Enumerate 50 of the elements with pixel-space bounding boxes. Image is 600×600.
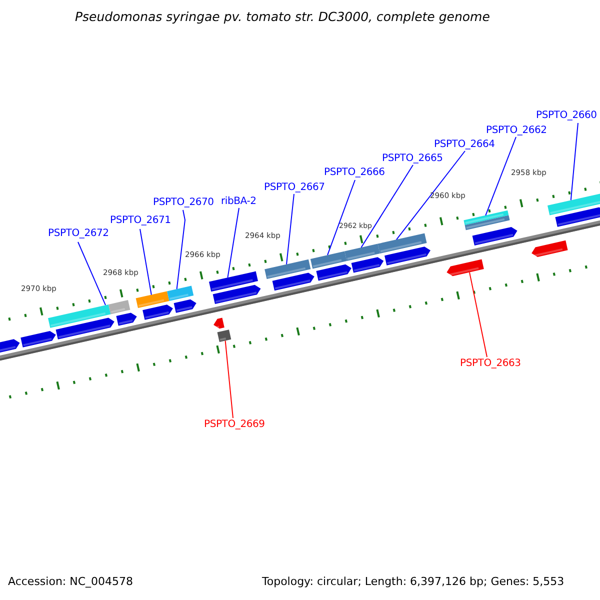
gene-feature: [212, 284, 261, 304]
leader-line: [327, 180, 356, 256]
gene-label: PSPTO_2665: [382, 153, 443, 165]
gene-block: [48, 304, 111, 328]
gene-label: ribBA-2: [221, 196, 256, 208]
leader-line: [396, 150, 466, 240]
gene-feature: [316, 264, 352, 281]
gene-feature: [384, 246, 430, 266]
accession-text: Accession: NC_004578: [8, 575, 134, 588]
gene-block: [208, 271, 258, 292]
gene-label: PSPTO_2660: [536, 110, 597, 122]
gene-label: PSPTO_2664: [434, 139, 495, 151]
gene-block: [344, 244, 380, 261]
leader-line: [78, 242, 106, 306]
gene-block: [378, 233, 427, 254]
gene-block: [108, 300, 130, 314]
gene-feature: [472, 227, 518, 246]
gene-feature: [116, 312, 137, 326]
gene-block: [264, 259, 311, 280]
gene-block: [167, 286, 194, 302]
leader-line: [570, 122, 578, 201]
gene-block: [310, 251, 347, 269]
gene-feature: [555, 207, 600, 227]
gene-block: [464, 210, 509, 226]
gene-block: [547, 192, 600, 216]
gene-block: [136, 291, 170, 308]
gene-feature: [272, 272, 314, 291]
gene-feature: [214, 318, 224, 329]
title: Pseudomonas syringae pv. tomato str. DC3000, complete genome: [75, 10, 490, 24]
gene-feature: [174, 299, 196, 313]
gene-feature: [446, 259, 484, 276]
gene-label: PSPTO_2669: [204, 419, 265, 431]
gene-label: PSPTO_2670: [153, 197, 214, 209]
gene-block: [217, 330, 232, 342]
gene-label: PSPTO_2671: [110, 215, 171, 227]
gene-label: PSPTO_2672: [48, 228, 109, 240]
gene-feature: [142, 304, 173, 320]
gene-feature: [532, 240, 568, 257]
leader-line: [469, 272, 488, 358]
gene-block: [464, 215, 510, 230]
gene-feature: [351, 257, 384, 273]
gene-label: PSPTO_2663: [460, 358, 521, 370]
gene-feature: [56, 318, 114, 340]
gene-label: PSPTO_2666: [324, 167, 385, 179]
leader-line: [227, 208, 240, 278]
leader-line: [176, 210, 186, 290]
genome-summary-text: Topology: circular; Length: 6,397,126 bp; Genes: 5,553: [262, 575, 564, 588]
gene-label: PSPTO_2667: [264, 182, 325, 194]
gene-feature: [0, 339, 20, 354]
gene-label: PSPTO_2662: [486, 125, 547, 137]
